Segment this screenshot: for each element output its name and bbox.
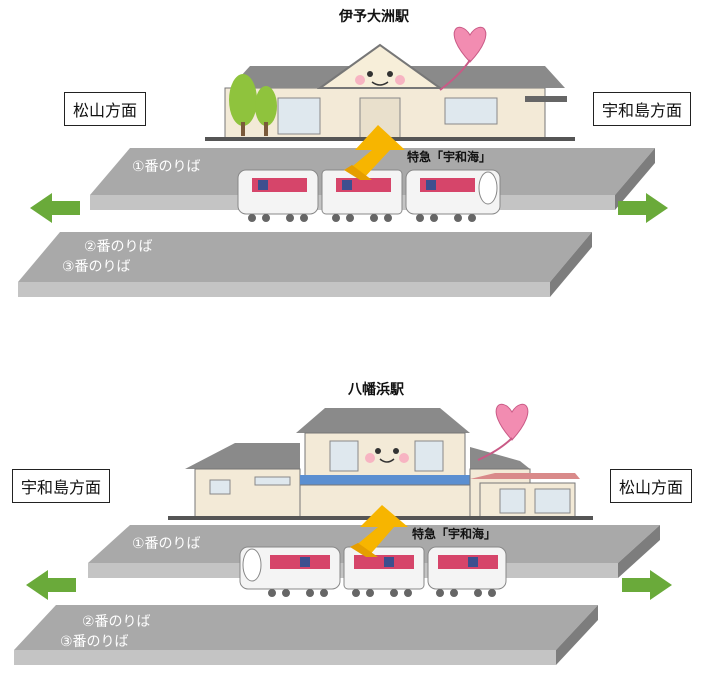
- train-label: 特急「宇和海」: [407, 150, 492, 164]
- direction-right-label: 宇和島方面: [593, 92, 692, 126]
- tree-icon: [229, 74, 257, 126]
- platform-1-label: ①番のりば: [132, 536, 201, 552]
- platform-1-label: ①番のりば: [132, 159, 201, 175]
- platform-2-label: ②番のりば: [82, 614, 151, 630]
- station-illustration: [14, 403, 672, 665]
- platform-3-label: ③番のりば: [60, 634, 129, 650]
- station-face-gable: [316, 43, 444, 89]
- train-label: 特急「宇和海」: [412, 527, 497, 541]
- heart-icon: [453, 26, 487, 63]
- platform-3-label: ③番のりば: [62, 259, 131, 275]
- left-arrow-icon: [30, 193, 80, 223]
- station-diagram-ozu: 伊予大洲駅 松山方面 宇和島方面 ①番のりば ②番のりば ③番のりば 特急「宇和…: [0, 0, 706, 320]
- station-name: 伊予大洲駅: [339, 9, 409, 25]
- left-arrow-icon: [26, 570, 76, 600]
- station-building-roof: [296, 408, 470, 433]
- platform-2-label: ②番のりば: [84, 239, 153, 255]
- transfer-arrow-icon: [344, 125, 405, 180]
- station-diagram-yawatahama: 八幡浜駅 宇和島方面 松山方面 ①番のりば ②番のりば ③番のりば 特急「宇和海…: [0, 365, 706, 674]
- direction-right-label: 松山方面: [610, 469, 693, 503]
- right-arrow-icon: [622, 570, 672, 600]
- station-name: 八幡浜駅: [348, 382, 404, 398]
- direction-left-label: 松山方面: [64, 92, 147, 126]
- station-illustration: [18, 26, 668, 297]
- limited-express-train: [237, 169, 501, 222]
- tree-icon: [255, 86, 277, 126]
- limited-express-train: [239, 546, 507, 597]
- platform-2-3: [18, 232, 592, 282]
- transfer-arrow-icon: [350, 505, 408, 557]
- direction-left-label: 宇和島方面: [12, 469, 111, 503]
- right-arrow-icon: [618, 193, 668, 223]
- heart-icon: [495, 403, 529, 441]
- platform-2-3: [14, 605, 598, 650]
